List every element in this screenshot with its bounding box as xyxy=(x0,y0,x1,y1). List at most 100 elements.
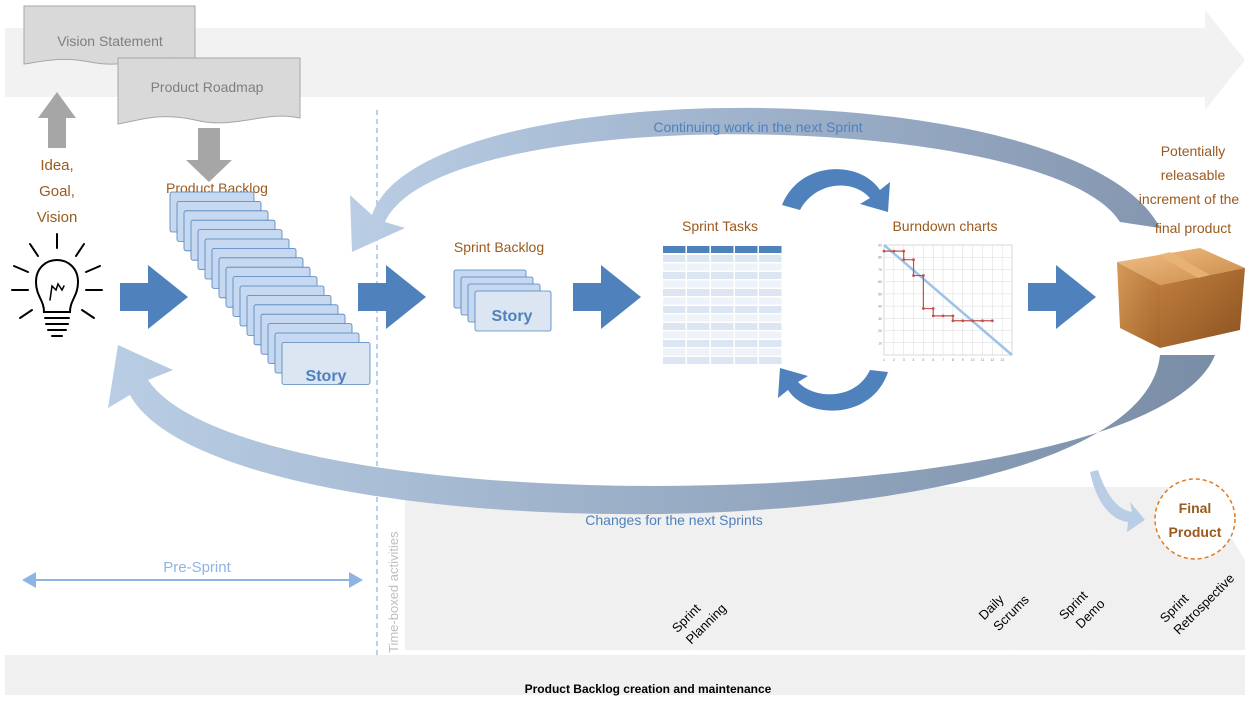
burndown-x-tick: 11 xyxy=(981,358,985,362)
burndown-x-tick: 5 xyxy=(922,358,924,362)
changes-arc xyxy=(108,345,1215,515)
task-table-cell xyxy=(735,306,758,313)
task-table-cell xyxy=(687,323,710,330)
task-table-cell xyxy=(759,331,782,339)
task-table-cell xyxy=(663,280,686,288)
task-table-cell xyxy=(663,272,686,279)
chevron-sprint-planning xyxy=(405,487,775,650)
task-table-cell xyxy=(663,357,686,364)
task-table-cell xyxy=(735,340,758,347)
flow-arrow-1 xyxy=(120,265,188,329)
burndown-x-tick: 12 xyxy=(990,358,994,362)
final-product-label-2: Product xyxy=(1169,524,1222,540)
task-table-cell xyxy=(735,357,758,364)
task-table-cell xyxy=(759,348,782,356)
burndown-y-tick: 10 xyxy=(878,341,882,345)
task-table-cell xyxy=(759,280,782,288)
footer-band xyxy=(5,655,1245,695)
task-table-header-cell xyxy=(759,246,782,253)
final-product-arrow xyxy=(1090,470,1145,532)
idea-label-2: Goal, xyxy=(39,183,75,200)
task-table-header-cell xyxy=(687,246,710,253)
burndown-point xyxy=(931,314,935,318)
increment-label-3: increment of the xyxy=(1139,191,1240,207)
increment-label-1: Potentially xyxy=(1161,143,1226,159)
idea-label-1: Idea, xyxy=(40,157,73,174)
gray-up-arrow xyxy=(38,92,76,148)
task-table-cell xyxy=(687,340,710,347)
burndown-point xyxy=(882,249,886,253)
burndown-point xyxy=(931,307,935,310)
continuing-work-label: Continuing work in the next Sprint xyxy=(653,119,862,135)
sprint-tasks-title: Sprint Tasks xyxy=(682,218,758,234)
task-table-cell xyxy=(663,297,686,305)
burndown-point xyxy=(990,319,994,323)
task-table-cell xyxy=(663,306,686,313)
burndown-y-tick: 50 xyxy=(878,292,882,296)
burndown-title: Burndown charts xyxy=(892,218,997,234)
burndown-point xyxy=(951,319,955,323)
continuing-work-arc xyxy=(350,107,1160,253)
burndown-point xyxy=(912,258,915,262)
task-table-cell xyxy=(759,263,782,271)
pre-sprint-arrow xyxy=(22,572,363,588)
task-table-cell xyxy=(735,314,758,322)
task-table-cell xyxy=(735,348,758,356)
task-table-cell xyxy=(663,323,686,330)
task-table-cell xyxy=(663,331,686,339)
increment-label-4: final product xyxy=(1155,220,1231,236)
burndown-point xyxy=(951,314,955,318)
burndown-point xyxy=(902,258,906,262)
task-table-cell xyxy=(687,263,710,271)
final-product-circle xyxy=(1154,478,1236,560)
burndown-point xyxy=(971,319,975,323)
burndown-ideal-line xyxy=(883,244,1013,356)
task-table-cell xyxy=(711,280,734,288)
product-backlog-stack xyxy=(169,191,371,385)
svg-text:Vision Statement: Vision Statement xyxy=(57,33,163,49)
burndown-x-tick: 2 xyxy=(893,358,895,362)
task-table-cell xyxy=(687,255,710,262)
task-table-cell xyxy=(711,263,734,271)
product-box-icon xyxy=(1117,248,1245,348)
task-table-cell xyxy=(735,323,758,330)
task-table-header-cell xyxy=(735,246,758,253)
burndown-y-tick: 40 xyxy=(878,305,882,309)
gray-down-arrow xyxy=(186,128,232,182)
sprint-backlog-title: Sprint Backlog xyxy=(454,239,544,255)
task-table-cell xyxy=(663,314,686,322)
footer-label: Product Backlog creation and maintenance xyxy=(525,682,772,696)
product-backlog-story-label: Story xyxy=(306,368,347,385)
chevron-sprint-demo xyxy=(1010,487,1145,650)
task-table-cell xyxy=(759,323,782,330)
burndown-x-tick: 7 xyxy=(942,358,944,362)
task-table-cell xyxy=(687,306,710,313)
task-table-cell xyxy=(759,255,782,262)
task-table-cell xyxy=(735,272,758,279)
task-table-cell xyxy=(711,297,734,305)
task-table-cell xyxy=(735,255,758,262)
burndown-point xyxy=(921,274,925,277)
cycle-arrow-bottom xyxy=(778,368,888,411)
burndown-x-tick: 9 xyxy=(962,358,964,362)
idea-label-3: Vision xyxy=(37,209,78,226)
cycle-arrow-top xyxy=(782,169,890,212)
task-table-cell xyxy=(687,289,710,296)
task-table-cell xyxy=(759,314,782,322)
task-table-cell xyxy=(663,348,686,356)
flow-arrow-4 xyxy=(1028,265,1096,329)
task-table-cell xyxy=(687,297,710,305)
final-product-label-1: Final xyxy=(1179,500,1212,516)
task-table-cell xyxy=(759,306,782,313)
task-table-cell xyxy=(687,272,710,279)
task-table-header-cell xyxy=(663,246,686,253)
task-table-cell xyxy=(711,272,734,279)
flow-arrow-3 xyxy=(573,265,641,329)
sprint-backlog-card xyxy=(474,290,552,332)
burndown-y-tick: 20 xyxy=(878,329,882,333)
increment-label-2: releasable xyxy=(1161,167,1226,183)
task-table-cell xyxy=(711,340,734,347)
product-backlog-card xyxy=(281,341,371,385)
